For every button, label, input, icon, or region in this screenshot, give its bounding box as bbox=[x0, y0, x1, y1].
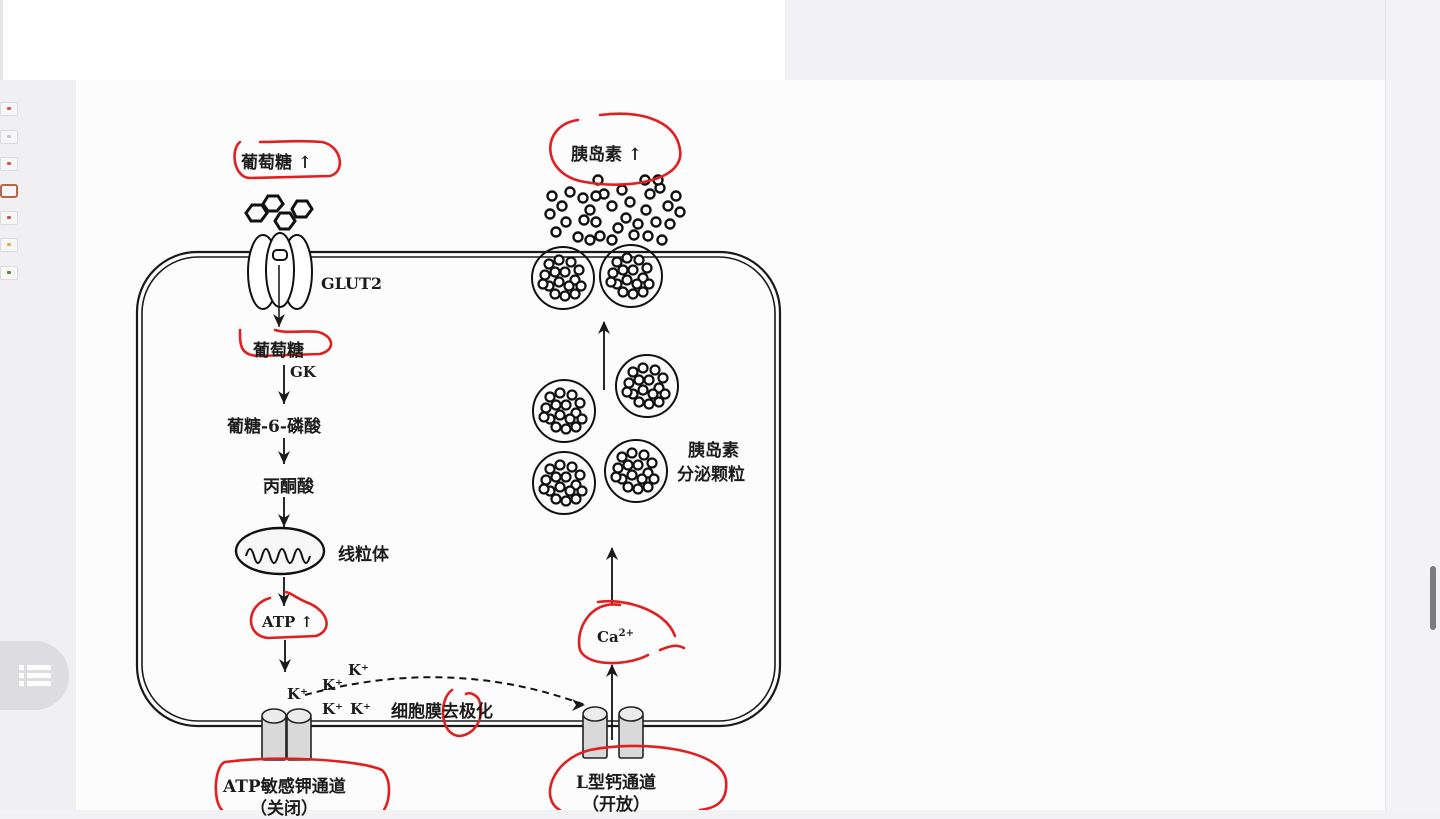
red-annotations bbox=[214, 112, 728, 810]
glucose-outside-label: 葡萄糖 ↑ bbox=[241, 153, 313, 173]
katp-channel-label: ATP敏感钾通道 bbox=[223, 777, 346, 797]
menu-button[interactable] bbox=[0, 641, 69, 710]
page-thumbnail-1[interactable] bbox=[0, 102, 18, 116]
l-type-calcium-channel-state: （开放） bbox=[582, 795, 650, 815]
l-type-calcium-channel-label: L型钙通道 bbox=[576, 773, 656, 793]
potassium-ion-label: K⁺ bbox=[348, 661, 369, 679]
insulin-granules bbox=[531, 244, 679, 515]
vertical-scrollbar-thumb[interactable] bbox=[1430, 566, 1436, 630]
mitochondria-label: 线粒体 bbox=[338, 545, 389, 565]
pyruvate-label: 丙酮酸 bbox=[263, 477, 314, 497]
page-thumbnail-6[interactable] bbox=[0, 238, 18, 252]
potassium-ion-label: K⁺ bbox=[322, 676, 343, 694]
calcium-ion-label: Ca2+ bbox=[597, 628, 635, 646]
glucose-molecules bbox=[244, 194, 314, 231]
right-side-panel bbox=[1385, 0, 1440, 810]
depolarization-label: 细胞膜去极化 bbox=[391, 702, 493, 722]
insulin-release-label: 胰岛素 ↑ bbox=[571, 145, 643, 165]
page-thumbnail-2[interactable] bbox=[0, 130, 18, 144]
top-blank-area bbox=[0, 0, 785, 80]
potassium-ion-label: K⁺ bbox=[322, 700, 343, 718]
glucose-inside-label: 葡萄糖 bbox=[253, 341, 304, 361]
released-insulin-particles bbox=[544, 174, 686, 246]
katp-channel-state: （关闭） bbox=[250, 799, 318, 819]
potassium-ion-label: K⁺ bbox=[287, 685, 308, 703]
page-thumbnail-4-active[interactable] bbox=[0, 184, 18, 198]
gk-enzyme-label: GK bbox=[290, 363, 316, 381]
glucose-6-phosphate-label: 葡糖-6-磷酸 bbox=[227, 417, 321, 437]
glut2-transporter bbox=[247, 232, 313, 310]
page-thumbnail-3[interactable] bbox=[0, 157, 18, 171]
glut2-label: GLUT2 bbox=[321, 274, 383, 293]
list-menu-icon bbox=[19, 662, 51, 689]
page-thumbnail-5[interactable] bbox=[0, 211, 18, 225]
mitochondrion-icon bbox=[234, 526, 326, 576]
document-page bbox=[76, 80, 1385, 810]
potassium-ion-label: K⁺ bbox=[350, 700, 371, 718]
insulin-granules-label-line1: 胰岛素 bbox=[688, 441, 739, 461]
insulin-granules-label-line2: 分泌颗粒 bbox=[677, 465, 745, 485]
atp-increase-label: ATP ↑ bbox=[262, 613, 314, 631]
top-edge-strip bbox=[0, 0, 3, 80]
katp-channel-graphic bbox=[261, 708, 312, 761]
page-thumbnail-7[interactable] bbox=[0, 266, 18, 280]
